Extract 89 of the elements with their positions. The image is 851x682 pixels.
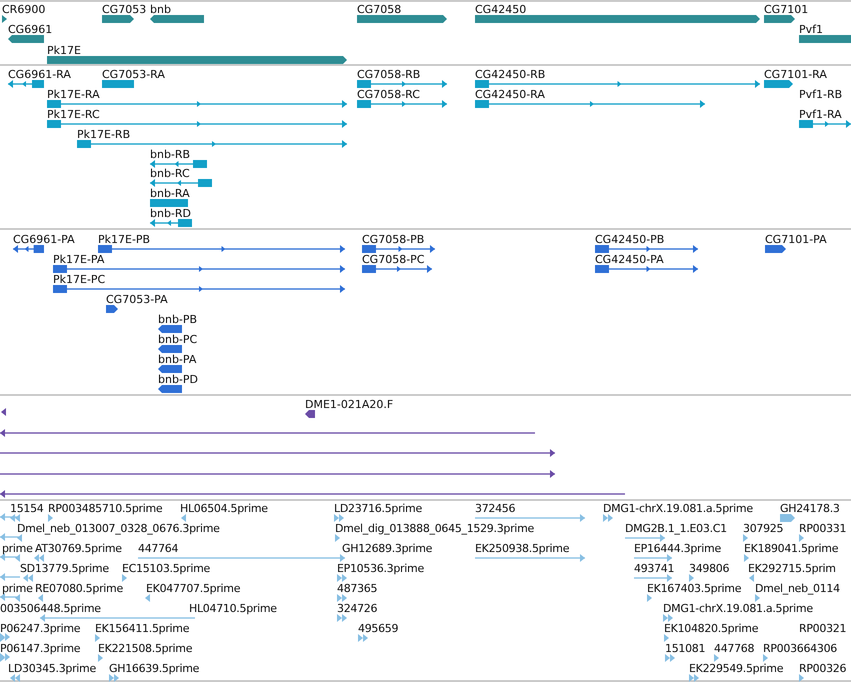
feature-label: 493741 bbox=[634, 562, 674, 575]
feature-label: Pk17E-PA bbox=[53, 253, 104, 266]
feature-label: DME1-021A20.F bbox=[305, 398, 394, 411]
feature-label: bnb-RA bbox=[150, 187, 190, 200]
feature-label: CR6900 bbox=[2, 3, 46, 16]
feature-label: RP00331 bbox=[799, 522, 846, 535]
feature-label: CG7058-PB bbox=[362, 233, 424, 246]
feature-label: Pk17E-RB bbox=[77, 128, 130, 141]
feature-label: 324726 bbox=[337, 602, 378, 615]
feature-label: CG7058-RC bbox=[357, 88, 420, 101]
feature-label: EK229549.5prime bbox=[689, 662, 784, 675]
feature-label: P06247.3prime bbox=[0, 622, 80, 635]
feature-label: EK292715.5prim bbox=[748, 562, 836, 575]
feature-label: GH16639.5prime bbox=[109, 662, 200, 675]
feature-label: bnb-PD bbox=[158, 373, 198, 386]
feature-label: EP16444.3prime bbox=[634, 542, 721, 555]
feature-label: CG42450-RB bbox=[475, 68, 546, 81]
feature-label: 15154 bbox=[10, 502, 44, 515]
feature-label: prime bbox=[2, 542, 33, 555]
feature-label: CG7058-PC bbox=[362, 253, 424, 266]
feature-label: CG7053 bbox=[102, 3, 146, 16]
feature-label: CG42450-PB bbox=[595, 233, 664, 246]
feature-label: 307925 bbox=[743, 522, 784, 535]
feature-label: 003506448.5prime bbox=[0, 602, 101, 615]
feature-label: EC15103.5prime bbox=[122, 562, 210, 575]
feature-label: CG6961 bbox=[8, 23, 52, 36]
feature-label: RP003485710.5prime bbox=[48, 502, 162, 515]
feature-label: Pk17E-PB bbox=[98, 233, 150, 246]
feature-label: EK167403.5prime bbox=[647, 582, 742, 595]
feature-label: CG7053-RA bbox=[102, 68, 165, 81]
feature-label: P06147.3prime bbox=[0, 642, 80, 655]
feature-label: Pvf1-RA bbox=[799, 108, 842, 121]
feature-label: EK104820.5prime bbox=[664, 622, 758, 635]
feature-label: bnb-RC bbox=[150, 167, 190, 180]
feature-label: DMG1-chrX.19.081.a.5prime bbox=[603, 502, 753, 515]
feature-label: SD13779.5prime bbox=[20, 562, 109, 575]
feature-label: EK047707.5prime bbox=[146, 582, 240, 595]
feature-label: EK189041.5prime bbox=[744, 542, 838, 555]
feature-label: HL04710.5prime bbox=[189, 602, 277, 615]
feature-label: CG7053-PA bbox=[106, 293, 168, 306]
feature-label: GH24178.3 bbox=[780, 502, 840, 515]
feature-label: CG7058-RB bbox=[357, 68, 420, 81]
feature-label: 372456 bbox=[475, 502, 516, 515]
feature-label: 447764 bbox=[138, 542, 178, 555]
feature-label: LD23716.5prime bbox=[334, 502, 422, 515]
feature-label: Pk17E-PC bbox=[53, 273, 106, 286]
feature-label: RP00321 bbox=[799, 622, 846, 635]
feature-label: 447768 bbox=[714, 642, 754, 655]
feature-label: 151081 bbox=[665, 642, 706, 655]
feature-label: CG42450 bbox=[475, 3, 526, 16]
feature-label: CG42450-RA bbox=[475, 88, 545, 101]
feature-label: CG7058 bbox=[357, 3, 402, 16]
feature-label: Pk17E-RA bbox=[47, 88, 100, 101]
feature-label: bnb-PA bbox=[158, 353, 196, 366]
feature-label: 349806 bbox=[689, 562, 730, 575]
feature-label: DMG2B.1_1.E03.C1 bbox=[625, 522, 727, 535]
feature-label: Pvf1 bbox=[799, 23, 824, 36]
feature-label: bnb-PB bbox=[158, 313, 198, 326]
feature-label: AT30769.5prime bbox=[35, 542, 122, 555]
feature-label: 495659 bbox=[358, 622, 398, 635]
feature-label: Pk17E bbox=[47, 44, 81, 57]
feature-label: EK156411.5prime bbox=[95, 622, 190, 635]
feature-label: bnb-PC bbox=[158, 333, 198, 346]
feature-label: Dmel_dig_013888_0645_1529.3prime bbox=[335, 522, 534, 535]
feature-label: RP00326 bbox=[799, 662, 846, 675]
feature-label: bnb-RD bbox=[150, 207, 192, 220]
feature-label: HL06504.5prime bbox=[180, 502, 268, 515]
feature-label: DMG1-chrX.19.081.a.5prime bbox=[663, 602, 813, 615]
feature-label: RP003664306 bbox=[763, 642, 837, 655]
feature-label: Pk17E-RC bbox=[47, 108, 100, 121]
feature-label: CG42450-PA bbox=[595, 253, 664, 266]
feature-label: Dmel_neb_013007_0328_0676.3prime bbox=[17, 522, 220, 535]
feature-label: GH12689.3prime bbox=[342, 542, 432, 555]
feature-label: bnb-RB bbox=[150, 148, 190, 161]
feature-label: EK250938.5prime bbox=[475, 542, 570, 555]
feature-label: EP10536.3prime bbox=[337, 562, 424, 575]
feature-label: prime bbox=[2, 582, 33, 595]
feature-label: CG6961-RA bbox=[8, 68, 71, 81]
feature-label: Pvf1-RB bbox=[799, 88, 842, 101]
feature-label: RE07080.5prime bbox=[35, 582, 123, 595]
feature-label: CG7101-RA bbox=[764, 68, 827, 81]
feature-label: CG6961-PA bbox=[13, 233, 75, 246]
feature-label: CG7101-PA bbox=[765, 233, 827, 246]
feature-label: Dmel_neb_0114 bbox=[755, 582, 840, 595]
feature-label: CG7101 bbox=[764, 3, 808, 16]
feature-label: bnb bbox=[150, 3, 171, 16]
feature-label: LD30345.3prime bbox=[8, 662, 96, 675]
feature-label: 487365 bbox=[337, 582, 378, 595]
feature-label: EK221508.5prime bbox=[98, 642, 192, 655]
